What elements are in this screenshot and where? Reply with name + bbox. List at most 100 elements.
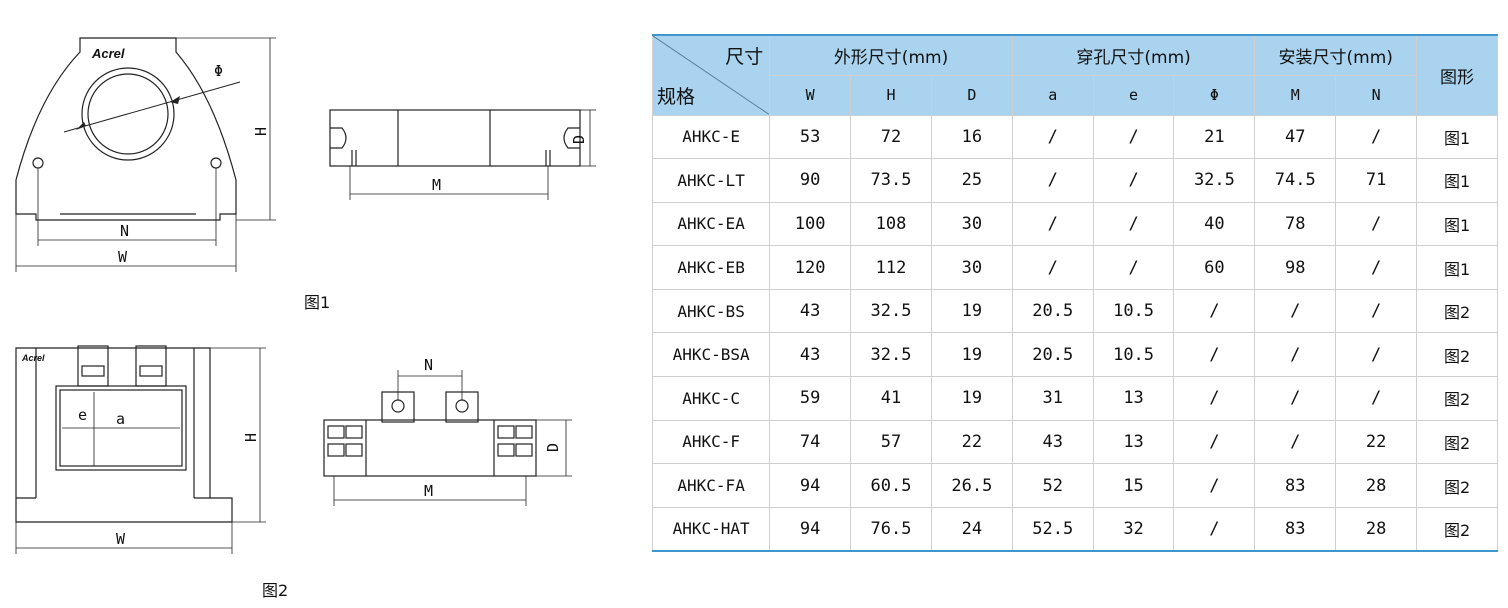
value-cell: 43	[769, 332, 852, 378]
value-cell: 24	[930, 506, 1013, 552]
value-cell: 72	[850, 114, 932, 160]
value-cell: 28	[1335, 463, 1418, 508]
model-cell: AHKC-E	[651, 114, 771, 160]
value-cell: /	[1335, 332, 1418, 378]
model-cell: AHKC-BSA	[651, 332, 771, 378]
value-cell: 60.5	[850, 463, 932, 508]
value-cell: /	[1254, 332, 1337, 378]
value-cell: /	[1173, 419, 1256, 465]
value-cell: 52.5	[1011, 506, 1094, 552]
value-cell: 41	[850, 376, 932, 421]
fig1-logo: Acrel	[91, 46, 125, 61]
value-cell: 112	[850, 245, 932, 290]
value-cell: 19	[930, 332, 1013, 378]
value-cell: /	[1092, 114, 1175, 160]
value-cell: 32.5	[1173, 158, 1256, 203]
value-cell: 28	[1335, 506, 1418, 552]
value-cell: 40	[1173, 201, 1256, 247]
value-cell: 74	[769, 419, 852, 465]
value-cell: /	[1173, 288, 1256, 334]
col-header-n: N	[1335, 74, 1418, 116]
figure-ref-cell: 图1	[1416, 245, 1498, 290]
value-cell: 108	[850, 201, 932, 247]
dimension-drawings: Acrel Acrel Φ H N W D M e a H W N D M	[15, 37, 596, 554]
model-cell: AHKC-F	[651, 419, 771, 465]
drawings-panel: Acrel Acrel Φ H N W D M e a H W N D M 图1…	[0, 0, 630, 608]
col-header-a: a	[1011, 74, 1094, 116]
value-cell: /	[1092, 158, 1175, 203]
col-header-w: W	[769, 74, 852, 116]
fig1-w-label: W	[118, 248, 128, 266]
value-cell: 13	[1092, 376, 1175, 421]
value-cell: 47	[1254, 114, 1337, 160]
value-cell: /	[1092, 201, 1175, 247]
value-cell: /	[1335, 114, 1418, 160]
group-header-mount: 安装尺寸(mm)	[1254, 34, 1418, 76]
value-cell: 16	[930, 114, 1013, 160]
col-header-m: M	[1254, 74, 1337, 116]
figure-ref-cell: 图1	[1416, 158, 1498, 203]
value-cell: 21	[1173, 114, 1256, 160]
value-cell: /	[1173, 376, 1256, 421]
value-cell: 20.5	[1011, 332, 1094, 378]
value-cell: 94	[769, 506, 852, 552]
col-header-phi: Φ	[1173, 74, 1256, 116]
fig1-n-label: N	[120, 222, 129, 240]
fig2-e-label: e	[78, 406, 87, 424]
fig2-caption: 图2	[262, 581, 289, 600]
figure-column-header: 图形	[1416, 34, 1498, 116]
value-cell: /	[1011, 158, 1094, 203]
fig1-caption: 图1	[304, 293, 331, 312]
value-cell: 73.5	[850, 158, 932, 203]
group-header-outline: 外形尺寸(mm)	[769, 34, 1013, 76]
value-cell: /	[1254, 376, 1337, 421]
fig2-logo: Acrel	[21, 353, 45, 363]
figure-ref-cell: 图2	[1416, 419, 1498, 465]
group-header-hole: 穿孔尺寸(mm)	[1011, 34, 1256, 76]
value-cell: 10.5	[1092, 288, 1175, 334]
fig2-n-label: N	[424, 356, 433, 374]
figure-ref-cell: 图2	[1416, 332, 1498, 378]
value-cell: 94	[769, 463, 852, 508]
figure-ref-cell: 图1	[1416, 114, 1498, 160]
value-cell: /	[1011, 245, 1094, 290]
value-cell: /	[1335, 201, 1418, 247]
value-cell: 52	[1011, 463, 1094, 508]
value-cell: 43	[1011, 419, 1094, 465]
figure-ref-cell: 图2	[1416, 463, 1498, 508]
fig2-m-label: M	[424, 482, 433, 500]
value-cell: 26.5	[930, 463, 1013, 508]
model-cell: AHKC-C	[651, 376, 771, 421]
value-cell: 19	[930, 376, 1013, 421]
value-cell: 32.5	[850, 288, 932, 334]
value-cell: /	[1254, 419, 1337, 465]
value-cell: 57	[850, 419, 932, 465]
corner-spec-label: 规格	[657, 85, 696, 108]
value-cell: 60	[1173, 245, 1256, 290]
model-cell: AHKC-LT	[651, 158, 771, 203]
value-cell: 15	[1092, 463, 1175, 508]
value-cell: 53	[769, 114, 852, 160]
value-cell: 43	[769, 288, 852, 334]
value-cell: 120	[769, 245, 852, 290]
value-cell: 74.5	[1254, 158, 1337, 203]
value-cell: /	[1335, 288, 1418, 334]
value-cell: 83	[1254, 506, 1337, 552]
value-cell: 32.5	[850, 332, 932, 378]
value-cell: 98	[1254, 245, 1337, 290]
col-header-d: D	[930, 74, 1013, 116]
fig2-side-view	[323, 370, 572, 506]
figure-ref-cell: 图2	[1416, 288, 1498, 334]
spec-table: 尺寸 规格 外形尺寸(mm) 穿孔尺寸(mm) 安装尺寸(mm) 图形 W H …	[651, 34, 1498, 552]
fig2-w-label: W	[116, 530, 126, 548]
value-cell: 30	[930, 201, 1013, 247]
value-cell: 25	[930, 158, 1013, 203]
fig1-phi-label: Φ	[214, 62, 223, 80]
